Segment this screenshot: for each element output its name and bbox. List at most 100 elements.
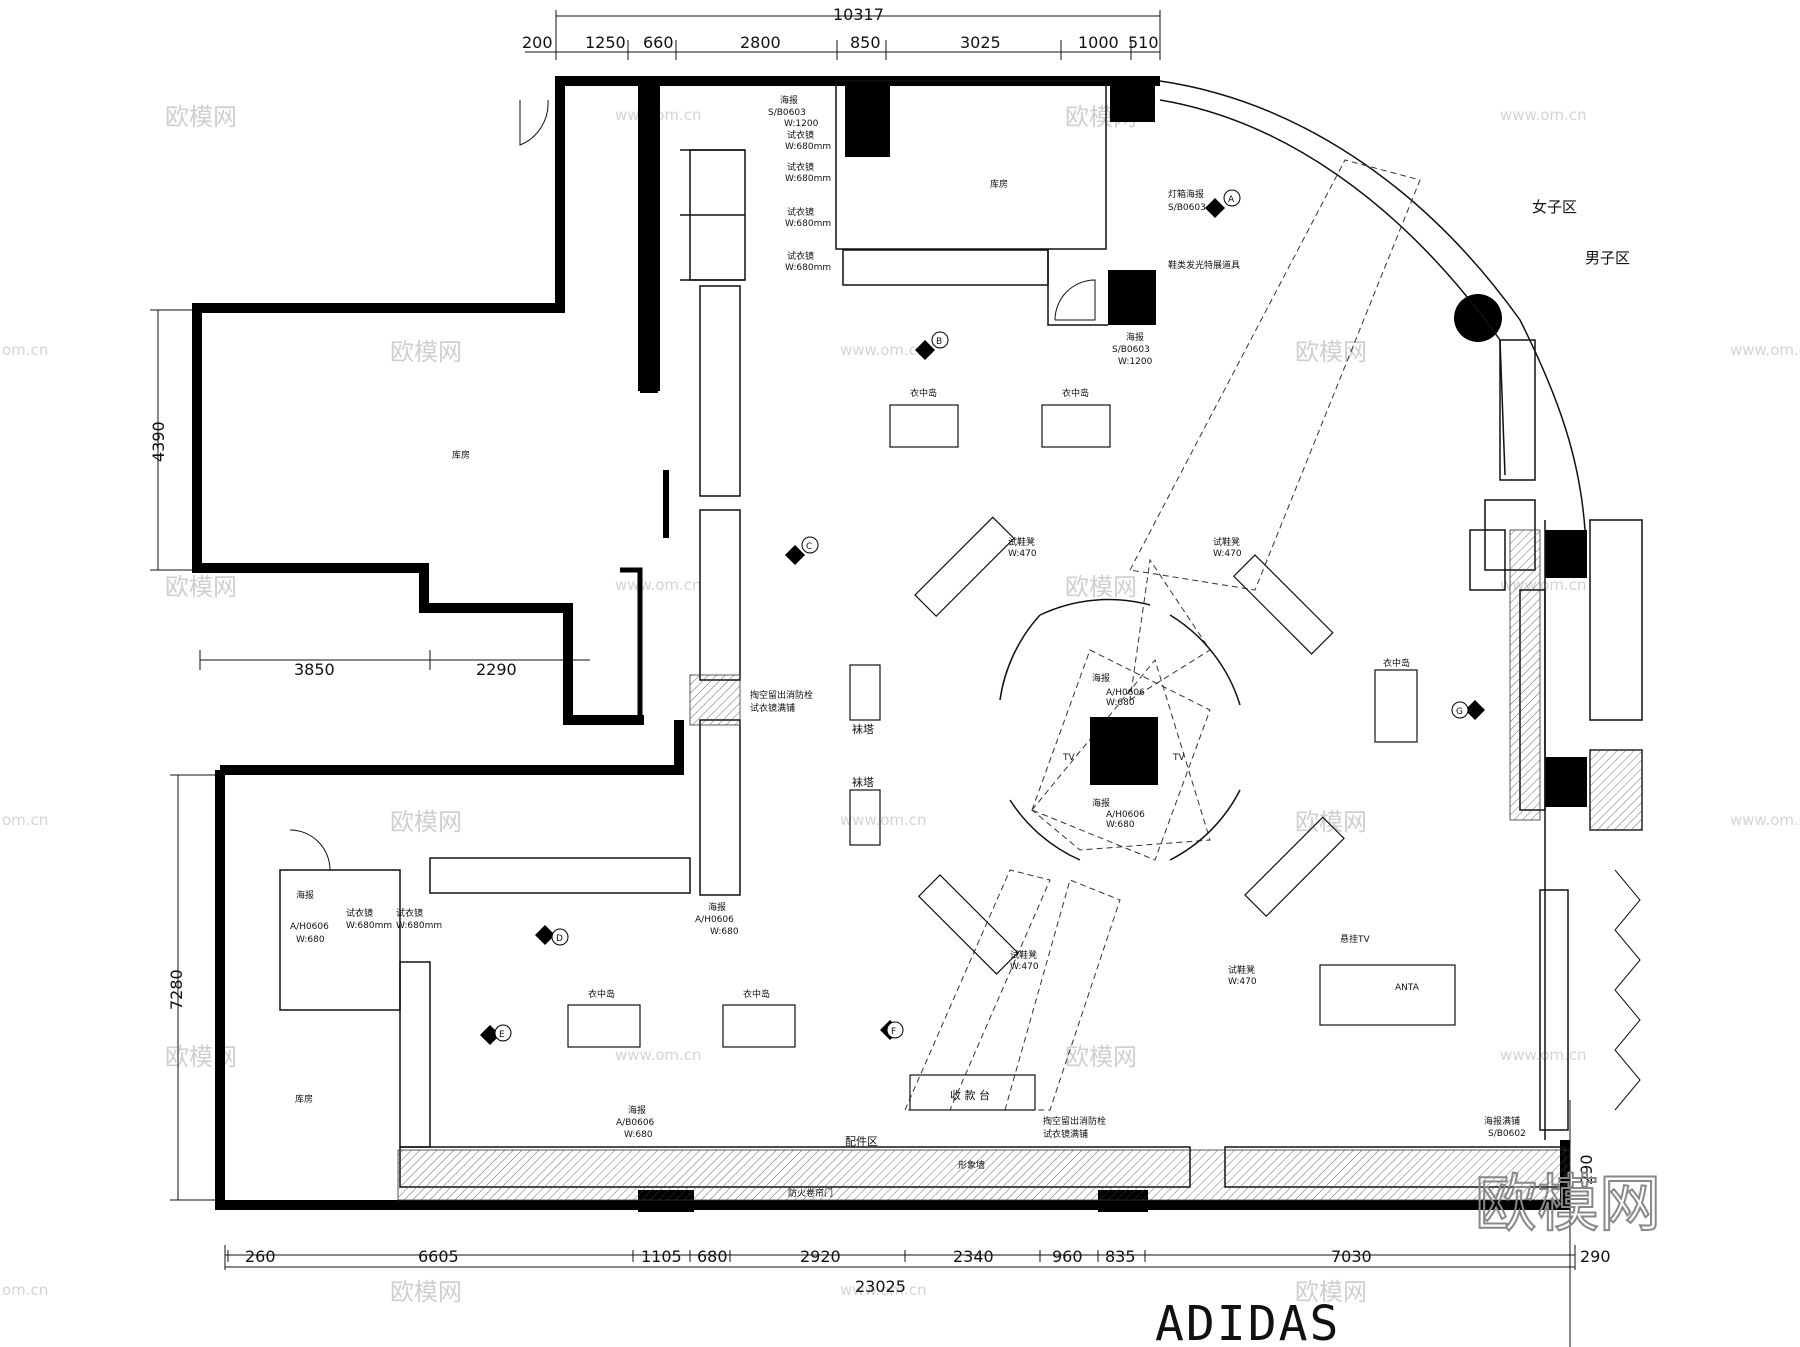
watermark-url: www.om.cn (1500, 1046, 1587, 1064)
mirror-label: 试衣镜 (787, 250, 814, 262)
watermark-url: www.om.cn (1500, 106, 1587, 124)
top-dimensions (525, 10, 1161, 60)
shoe-bench-label: 试鞋凳 (1228, 964, 1255, 976)
cashier-label: 收 款 台 (950, 1088, 990, 1102)
poster-code: S/B0603 (1112, 345, 1150, 355)
island-label: 衣中岛 (743, 988, 770, 1000)
dim-top: 1000 (1078, 33, 1119, 52)
dim-top: 660 (643, 33, 674, 52)
zone-labels: 女子区 男子区 库房 库房 库房 配件区 收 款 台 形象墙 防火卷帘门 (295, 178, 1630, 1199)
poster-label: 海报 (1092, 797, 1110, 809)
watermark-url: www.om.cn (1730, 341, 1800, 359)
dim-middle: 2290 (476, 660, 517, 679)
partitions (279, 80, 1643, 1188)
top-dimension-labels: 10317 200 1250 660 2800 850 3025 1000 51… (522, 5, 1159, 52)
dim-left-upper: 4390 (149, 421, 168, 462)
fire-hydrant-label: 掏空留出消防栓 (1043, 1115, 1106, 1127)
inner-walls (565, 470, 669, 720)
dim-bottom: 960 (1052, 1247, 1083, 1266)
storage-label: 库房 (295, 1093, 313, 1105)
dim-bottom-total: 23025 (855, 1277, 906, 1296)
watermark-text: 欧模网 (1295, 1278, 1367, 1306)
storage-label: 库房 (452, 449, 470, 461)
tv-label: TV (1062, 753, 1075, 763)
watermark-text: 欧模网 (1065, 1043, 1137, 1071)
mirror-width: W:680mm (785, 142, 831, 152)
poster-code: A/H0606 (695, 915, 734, 925)
tv-label: TV (1172, 753, 1185, 763)
mirror-label: 试衣镜 (787, 206, 814, 218)
left-dimensions (150, 309, 590, 1201)
watermark-url: www.om.cn (615, 576, 702, 594)
dim-bottom: 2340 (953, 1247, 994, 1266)
dim-bottom: 260 (245, 1247, 276, 1266)
poster-width: W:680 (710, 927, 739, 937)
zone-men: 男子区 (1585, 249, 1630, 267)
bottom-dimension-labels: 260 6605 1105 680 2920 2340 960 835 7030… (245, 1154, 1611, 1296)
poster-width: W:680 (1106, 820, 1135, 830)
dim-top: 2800 (740, 33, 781, 52)
poster-width: W:1200 (1118, 357, 1153, 367)
marker-b: B (936, 337, 942, 347)
marker-a: A (1228, 195, 1235, 205)
hanging-tv-label: 悬挂TV (1340, 933, 1370, 945)
shoe-bench-label: 试鞋凳 (1213, 536, 1240, 548)
dim-top: 1250 (585, 33, 626, 52)
benches (914, 516, 1345, 975)
zone-women: 女子区 (1532, 198, 1577, 216)
doors (289, 99, 1641, 1111)
watermark-text: 欧模网 (1065, 573, 1137, 601)
marker-d: D (556, 934, 563, 944)
watermark-text: 欧模网 (165, 573, 237, 601)
watermark-url: www.om.cn (1730, 811, 1800, 829)
dim-left-lower: 7280 (167, 969, 186, 1010)
lightbox-label: 灯箱海报 (1168, 188, 1204, 200)
poster-code: A/H0606 (1106, 688, 1145, 698)
dim-right-small: 290 (1577, 1154, 1596, 1185)
watermark-text: 欧模网 (1295, 808, 1367, 836)
island-label: 衣中岛 (1062, 387, 1089, 399)
marker-c: C (806, 542, 812, 552)
dim-top: 510 (1128, 33, 1159, 52)
poster-width: W:1200 (784, 119, 819, 129)
poster-width: W:680 (296, 935, 325, 945)
marker-f: F (891, 1027, 896, 1037)
accessories-label: 配件区 (845, 1135, 878, 1148)
fixture-labels: 衣中岛 衣中岛 衣中岛 衣中岛 衣中岛 袜塔 袜塔 试鞋凳 W:470 试鞋凳 … (290, 94, 1526, 1140)
hatched-walls (397, 529, 1643, 1201)
poster-width: W:680 (1106, 698, 1135, 708)
island-label: 衣中岛 (588, 988, 615, 1000)
watermark-text: 欧模网 (165, 103, 237, 131)
watermark-url: www.om.cn (615, 1046, 702, 1064)
mirror-label: 试衣镜 (787, 161, 814, 173)
poster-code: S/B0603 (1168, 203, 1206, 213)
dashed-zones (904, 159, 1421, 1111)
drawing-title: ADIDAS (1155, 1296, 1340, 1347)
poster-label: 海报 (1092, 672, 1110, 684)
dim-bottom: 2920 (800, 1247, 841, 1266)
sock-tower-label: 袜塔 (852, 722, 874, 736)
watermark-url: om.cn (2, 811, 48, 829)
shoe-bench-label: 试鞋凳 (1008, 536, 1035, 548)
curved-facade (1159, 80, 1586, 1140)
mirror-label: 试衣镜 (396, 907, 423, 919)
shoe-bench-width: W:470 (1228, 977, 1257, 987)
watermark-layer: 欧模网 www.om.cn 欧模网 www.om.cn om.cn 欧模网 ww… (2, 103, 1800, 1306)
dim-top: 200 (522, 33, 553, 52)
shoe-bench-label: 试鞋凳 (1010, 949, 1037, 961)
bottom-dimensions (224, 1100, 1576, 1347)
poster-code: A/H0606 (290, 922, 329, 932)
image-wall-label: 形象墙 (958, 1159, 985, 1171)
dim-bottom: 835 (1105, 1247, 1136, 1266)
poster-label: 海报 (780, 94, 798, 106)
fire-shutter-label: 防火卷帘门 (788, 1187, 833, 1199)
poster-label: 海报 (628, 1104, 646, 1116)
mirror-label: 试衣镜 (346, 907, 373, 919)
watermark-url: om.cn (2, 1281, 48, 1299)
watermark-text: 欧模网 (1295, 338, 1367, 366)
poster-width: W:680 (624, 1130, 653, 1140)
watermark-logo: 欧模网 (1475, 1167, 1661, 1240)
dim-bottom: 290 (1580, 1247, 1611, 1266)
anta-label: ANTA (1395, 983, 1420, 993)
watermark-text: 欧模网 (390, 1278, 462, 1306)
